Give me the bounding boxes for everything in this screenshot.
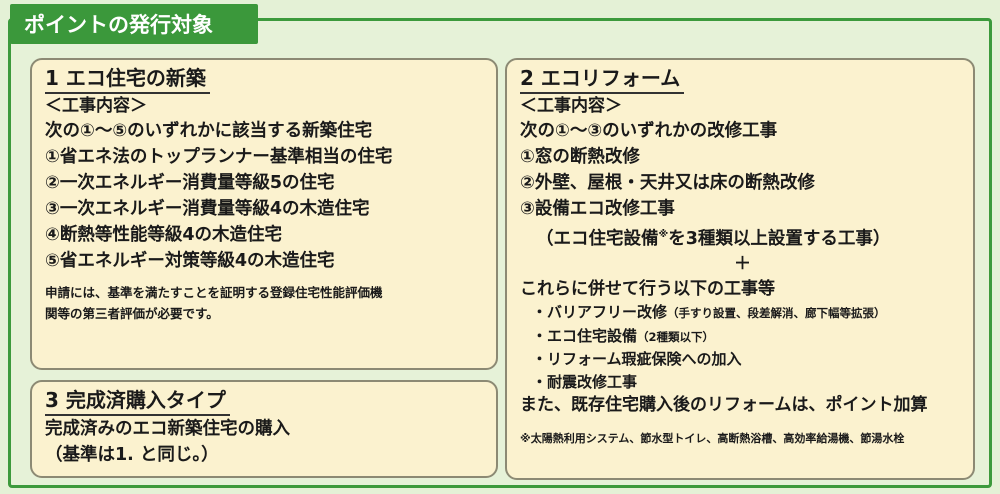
new-build-item: ②一次エネルギー消費量等級5の住宅 xyxy=(45,173,335,194)
purchase-description: 完成済みのエコ新築住宅の購入 xyxy=(45,419,290,439)
eco-new-build-box: 1 エコ住宅の新築 ＜工事内容＞ 次の①～⑤のいずれかに該当する新築住宅 ①省エ… xyxy=(30,58,498,370)
reform-item: ③設備エコ改修工事 xyxy=(520,199,675,220)
bullet-sub: （手すり設置、段差解消、廊下幅等拡張） xyxy=(667,306,886,321)
eco-new-build-title: 1 エコ住宅の新築 xyxy=(45,64,210,94)
combined-work-item: ・リフォーム瑕疵保険への加入 xyxy=(520,348,965,371)
reform-intro: 次の①～③のいずれかの改修工事 xyxy=(520,121,778,142)
section-title: ポイントの発行対象 xyxy=(24,13,213,37)
combined-work-item: ・エコ住宅設備（2種類以下） xyxy=(520,325,965,349)
combined-works-heading: これらに併せて行う以下の工事等 xyxy=(520,278,775,299)
work-content-heading: ＜工事内容＞ xyxy=(520,96,622,116)
bullet-main: ・リフォーム瑕疵保険への加入 xyxy=(532,350,742,369)
completed-purchase-title: 3 完成済購入タイプ xyxy=(45,386,230,416)
bullet-sub: （2種類以下） xyxy=(637,329,715,344)
footnote-mark: ※ xyxy=(658,229,669,241)
equipment-condition: （エコ住宅設備※を3種類以上設置する工事） xyxy=(520,222,965,252)
section-header: ポイントの発行対象 xyxy=(10,4,258,44)
work-content-heading: ＜工事内容＞ xyxy=(45,96,147,116)
bullet-main: ・バリアフリー改修 xyxy=(532,303,668,322)
eco-reform-box: 2 エコリフォーム ＜工事内容＞ 次の①～③のいずれかの改修工事 ①窓の断熱改修… xyxy=(505,58,975,480)
bullet-main: ・エコ住宅設備 xyxy=(532,326,638,345)
new-build-item: ①省エネ法のトップランナー基準相当の住宅 xyxy=(45,147,393,168)
reform-item: ②外壁、屋根・天井又は床の断熱改修 xyxy=(520,173,815,194)
bullet-main: ・耐震改修工事 xyxy=(532,372,638,391)
eco-reform-title: 2 エコリフォーム xyxy=(520,64,685,94)
reform-item: ①窓の断熱改修 xyxy=(520,147,640,168)
new-build-item: ⑤省エネルギー対策等級4の木造住宅 xyxy=(45,251,335,272)
note-line: 関等の第三者評価が必要です。 xyxy=(45,306,219,322)
condition-text: を3種類以上設置する工事） xyxy=(668,229,891,250)
equipment-footnote: ※太陽熱利用システム、節水型トイレ、高断熱浴槽、高効率給湯機、節湯水栓 xyxy=(520,432,905,446)
combined-work-item: ・バリアフリー改修（手すり設置、段差解消、廊下幅等拡張） xyxy=(520,301,965,325)
combined-work-item: ・耐震改修工事 xyxy=(520,371,965,394)
point-addition-note: また、既存住宅購入後のリフォームは、ポイント加算 xyxy=(520,395,928,416)
purchase-criteria: （基準は1. と同じ。） xyxy=(45,445,219,465)
application-note: 申請には、基準を満たすことを証明する登録住宅性能評価機 関等の第三者評価が必要で… xyxy=(45,282,488,324)
condition-text: （エコ住宅設備 xyxy=(536,229,659,250)
new-build-item: ④断熱等性能等級4の木造住宅 xyxy=(45,225,282,246)
note-line: 申請には、基準を満たすことを証明する登録住宅性能評価機 xyxy=(45,285,383,301)
completed-purchase-box: 3 完成済購入タイプ 完成済みのエコ新築住宅の購入 （基準は1. と同じ。） xyxy=(30,380,498,478)
new-build-intro: 次の①～⑤のいずれかに該当する新築住宅 xyxy=(45,121,373,142)
plus-sign: ＋ xyxy=(734,254,751,275)
new-build-item: ③一次エネルギー消費量等級4の木造住宅 xyxy=(45,199,370,220)
